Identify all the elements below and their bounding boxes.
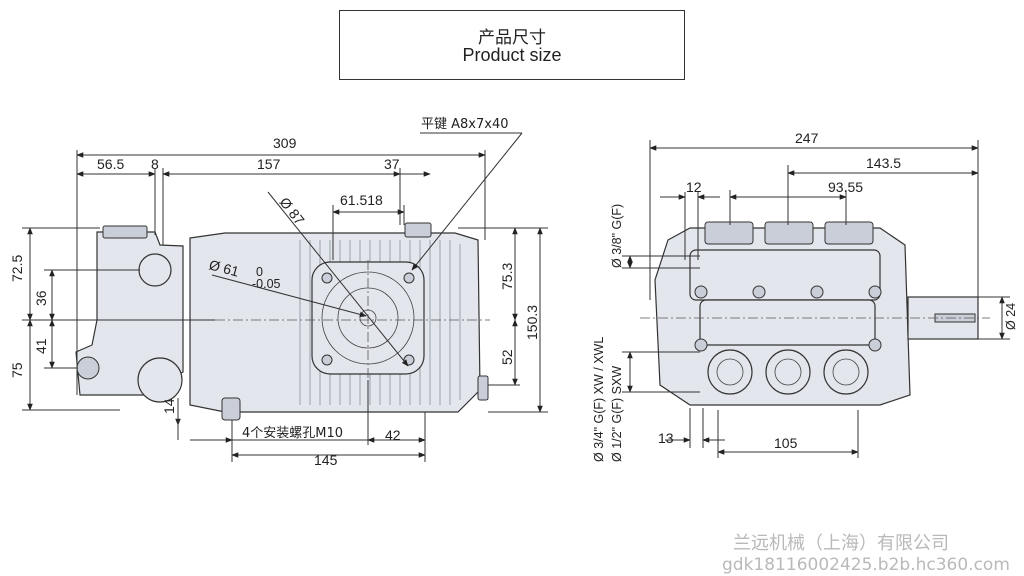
pump-body-front bbox=[640, 221, 990, 406]
dim-dia-61: Ø 61 bbox=[207, 256, 241, 279]
dim-41: 41 bbox=[33, 338, 49, 354]
dim-36: 36 bbox=[33, 290, 49, 306]
pump-body-side bbox=[75, 222, 490, 421]
side-view: 309 56.5 8 157 37 61.518 平键 A8x7x40 Ø 87… bbox=[9, 117, 548, 468]
front-view: 247 143.5 93.55 12 Ø 3/8" G(F) Ø 3/4" G(… bbox=[592, 130, 1018, 462]
dim-72-5: 72.5 bbox=[9, 255, 25, 282]
watermark-site: gdk18116002425.b2b.hc360.com bbox=[722, 555, 1010, 575]
dim-309: 309 bbox=[273, 135, 297, 151]
dim-13: 13 bbox=[658, 430, 674, 446]
dim-dia-61-tol-upper: 0 bbox=[256, 265, 263, 279]
dim-61-518: 61.518 bbox=[340, 192, 383, 208]
port-top-label: Ø 3/8" G(F) bbox=[610, 204, 624, 268]
port-sxw-label: Ø 1/2" G(F) SXW bbox=[610, 366, 624, 462]
dim-157: 157 bbox=[257, 156, 281, 172]
dim-dia-24: Ø 24 bbox=[1004, 303, 1018, 330]
dim-75-3: 75.3 bbox=[499, 263, 515, 290]
dim-93-55: 93.55 bbox=[828, 179, 863, 195]
mount-holes-label: 4个安装螺孔M10 bbox=[242, 426, 343, 441]
dim-12: 12 bbox=[686, 179, 702, 195]
dim-42: 42 bbox=[385, 427, 401, 443]
dim-150-3: 150.3 bbox=[524, 305, 540, 340]
dim-105: 105 bbox=[774, 435, 798, 451]
dim-247: 247 bbox=[795, 130, 819, 146]
port-xw-label: Ø 3/4" G(F) XW / XWL bbox=[592, 337, 606, 462]
title-english: Product size bbox=[462, 45, 562, 65]
flat-key-label: 平键 A8x7x40 bbox=[421, 117, 509, 132]
dim-52: 52 bbox=[499, 349, 515, 365]
dim-8: 8 bbox=[151, 156, 159, 172]
product-size-title-box: 产品尺寸 Product size bbox=[339, 10, 685, 80]
dim-145: 145 bbox=[314, 452, 338, 468]
dim-14: 14 bbox=[161, 398, 177, 414]
dim-dia-87: Ø 87 bbox=[276, 194, 307, 228]
dim-dia-61-tol-lower: -0.05 bbox=[252, 277, 281, 291]
dim-75: 75 bbox=[9, 362, 25, 378]
dim-37: 37 bbox=[384, 156, 400, 172]
title-chinese: 产品尺寸 bbox=[478, 28, 546, 47]
dim-56-5: 56.5 bbox=[97, 156, 124, 172]
dim-143-5: 143.5 bbox=[866, 155, 901, 171]
watermark-company: 兰远机械（上海）有限公司 bbox=[733, 533, 949, 554]
